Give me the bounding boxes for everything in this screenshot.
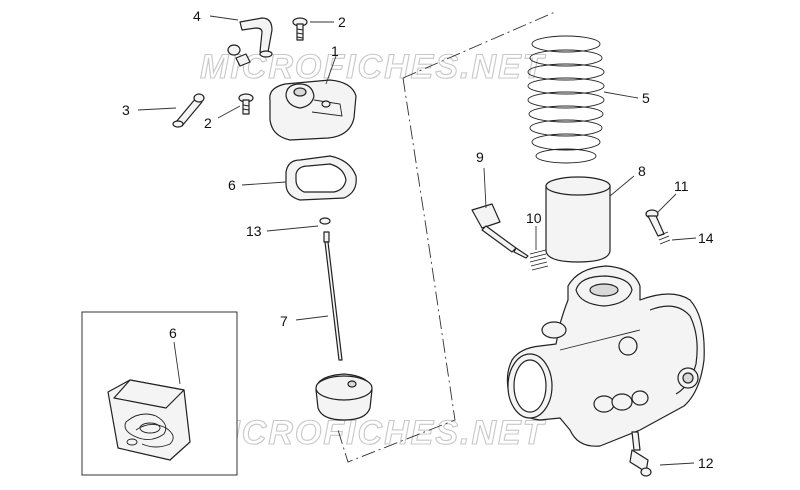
slide-part-8	[545, 176, 611, 263]
callout-14: 14	[698, 230, 714, 246]
watermark-bottom: MICROFICHES.NET	[200, 414, 547, 452]
callout-9: 9	[476, 149, 484, 165]
callout-13: 13	[246, 223, 262, 239]
gasket-part-6	[285, 155, 357, 201]
drain-part-12	[629, 431, 652, 477]
callout-1: 1	[331, 43, 339, 59]
slide-valve	[315, 373, 373, 421]
callout-8: 8	[638, 163, 646, 179]
leader-lines	[137, 15, 697, 466]
callout-2-left: 2	[204, 115, 212, 131]
screw-part-2-left	[238, 93, 254, 115]
watermark-top: MICROFICHES.NET	[200, 48, 547, 86]
clip-part-13	[319, 217, 331, 225]
callout-4: 4	[193, 8, 201, 24]
callout-11: 11	[674, 178, 689, 194]
assembly-axis-line	[337, 11, 556, 463]
adjuster-part-9	[471, 203, 529, 259]
callout-3: 3	[122, 102, 130, 118]
callout-6-kit: 6	[169, 325, 177, 341]
callout-2-top: 2	[338, 14, 346, 30]
cover-part-1	[269, 79, 357, 141]
carburetor-body	[506, 265, 705, 447]
callout-12: 12	[698, 455, 714, 471]
callout-10: 10	[526, 210, 542, 226]
spring-part-5	[527, 35, 605, 164]
callout-labels: 4 2 1 3 2 5 6 13 7 8 9 10 11 14 12 6	[122, 8, 714, 471]
repair-kit-part-6	[107, 379, 191, 461]
callout-6-gasket: 6	[228, 177, 236, 193]
spring-part-14	[657, 231, 671, 245]
pilot-screw-part-11	[645, 209, 665, 237]
callout-7: 7	[280, 313, 288, 329]
screw-part-2-top	[292, 17, 308, 41]
needle-part-7	[323, 231, 343, 361]
bolt-part-3	[172, 93, 205, 128]
hose-part-4	[227, 17, 273, 67]
spring-part-10	[529, 249, 549, 271]
callout-5: 5	[642, 90, 650, 106]
